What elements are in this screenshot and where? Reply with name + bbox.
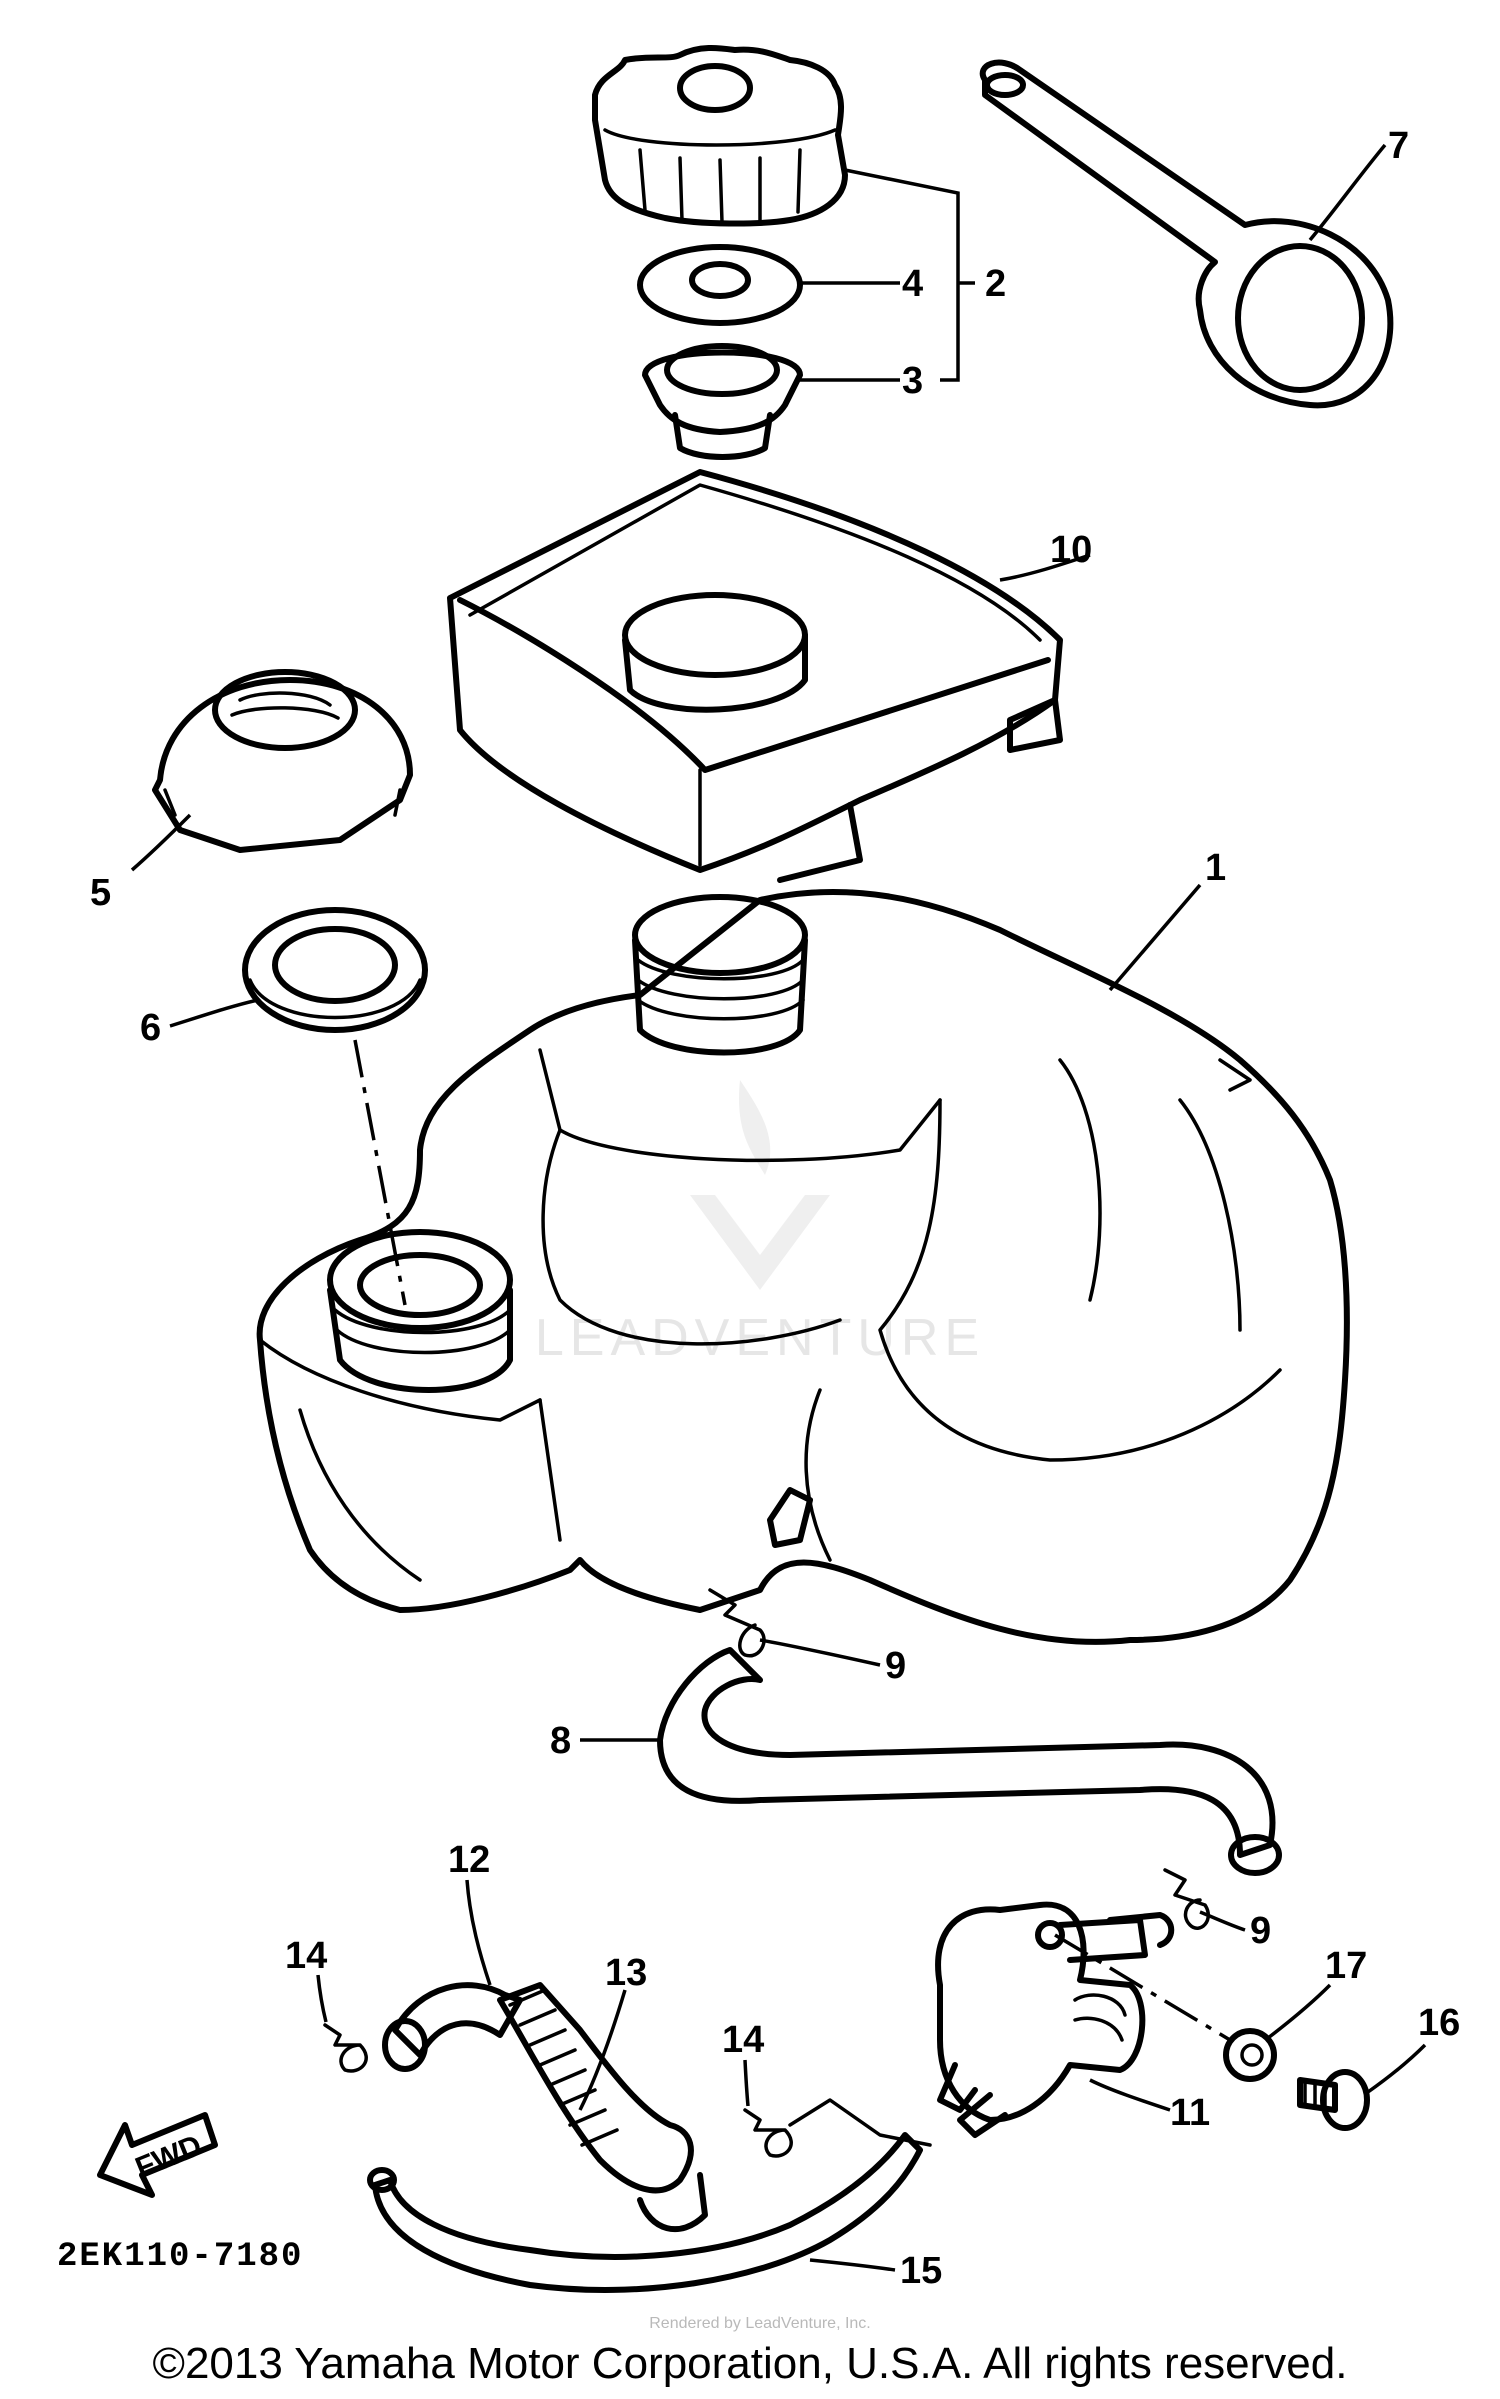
callout-6: 6: [140, 1007, 161, 1049]
leader-2-bracket: [844, 168, 960, 382]
assembly-line-6: [353, 1039, 407, 1306]
callout-16: 16: [1418, 2002, 1460, 2044]
callout-15: 15: [900, 2250, 942, 2292]
fuel-cock: [935, 1901, 1175, 2138]
callout-14-right: 14: [722, 2019, 764, 2061]
copyright-notice: ©2013 Yamaha Motor Corporation, U.S.A. A…: [152, 2339, 1348, 2388]
hose-clip-upper: [708, 1588, 766, 1658]
callout-4: 4: [902, 263, 923, 305]
fuel-tank: [256, 889, 1350, 1645]
callout-13: 13: [605, 1952, 647, 1994]
tank-upper-neck: [632, 894, 808, 1056]
callout-5: 5: [90, 872, 111, 914]
callout-numbers: 1 2 3 4 5 6 7 8 9 9 10 11 12 13 14 14 15…: [90, 125, 1460, 2292]
fwd-label: FWD: [131, 2129, 207, 2185]
tank-outlet-nipple: [767, 1487, 813, 1548]
watermark: LEADVENTURE Rendered by LeadVenture, Inc…: [535, 1080, 985, 2332]
callout-12: 12: [448, 1839, 490, 1881]
assembly-line-cock: [1054, 1933, 1231, 2042]
screw: [1297, 2069, 1370, 2131]
filler-cap-cover: [152, 669, 413, 853]
tank-cover-tray: [447, 469, 1063, 883]
fuel-strainer: [642, 343, 803, 460]
seal-ring: [242, 907, 428, 1033]
callout-9-lower: 9: [1250, 1910, 1271, 1952]
tank-lower-neck: [327, 1229, 513, 1393]
forward-direction-arrow: FWD: [97, 2112, 218, 2198]
fuel-hose: [367, 2132, 923, 2293]
callout-1: 1: [1205, 847, 1226, 889]
hose-clip-14-right: [743, 2098, 932, 2158]
fuel-cap: [592, 45, 848, 227]
cap-wrench: [979, 59, 1394, 409]
watermark-text: LEADVENTURE: [535, 1309, 985, 1367]
callout-2: 2: [985, 263, 1006, 305]
diagram-code: 2EK110-7180: [57, 2238, 303, 2276]
callout-10: 10: [1050, 529, 1092, 571]
hose-clip-lower: [1163, 1868, 1211, 1930]
callout-7: 7: [1388, 125, 1409, 167]
washer: [1223, 2028, 1277, 2082]
breather-hose: [657, 1647, 1282, 1876]
callout-3: 3: [902, 360, 923, 402]
callout-17: 17: [1325, 1945, 1367, 1987]
callout-11: 11: [1170, 2092, 1210, 2134]
hose-clip-14-left: [323, 2023, 368, 2073]
watermark-credit: Rendered by LeadVenture, Inc.: [649, 2315, 871, 2332]
cap-gasket: [637, 244, 803, 326]
hose-spring: [497, 1982, 708, 2233]
callout-9-upper: 9: [885, 1645, 906, 1687]
callout-14-left: 14: [285, 1935, 327, 1977]
callout-8: 8: [550, 1720, 571, 1762]
callout-leaders: [130, 143, 1427, 2272]
